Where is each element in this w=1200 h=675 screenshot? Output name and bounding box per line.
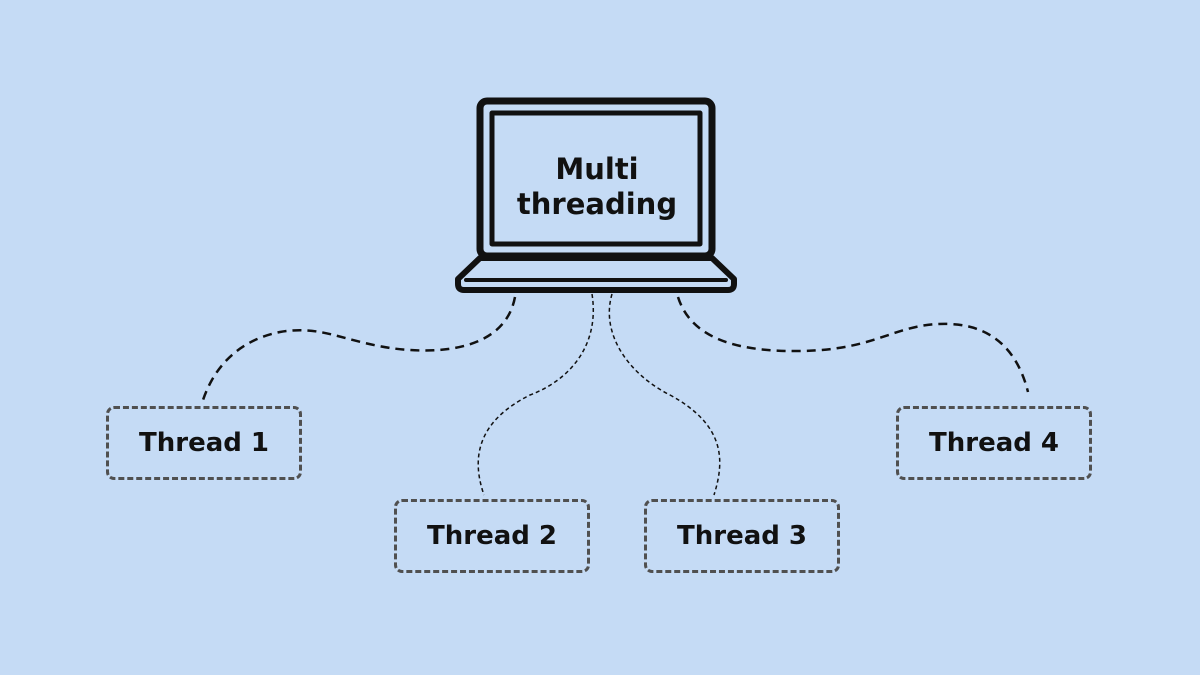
thread-4-label: Thread 4 xyxy=(929,428,1059,458)
thread-2-box: Thread 2 xyxy=(394,499,590,573)
thread-2-label: Thread 2 xyxy=(427,521,557,551)
thread-1-label: Thread 1 xyxy=(139,428,269,458)
thread-3-box: Thread 3 xyxy=(644,499,840,573)
laptop-screen-label: Multi threading xyxy=(497,132,697,242)
connector-thread-4 xyxy=(676,296,1030,393)
title-line-1: Multi xyxy=(555,152,639,187)
thread-3-label: Thread 3 xyxy=(677,521,807,551)
connector-thread-3 xyxy=(608,293,721,496)
laptop-screen xyxy=(489,110,703,247)
thread-4-box: Thread 4 xyxy=(896,406,1092,480)
title-line-2: threading xyxy=(516,187,678,221)
laptop-icon xyxy=(455,97,737,293)
laptop-base xyxy=(455,255,737,293)
connector-thread-1 xyxy=(201,296,517,401)
thread-1-box: Thread 1 xyxy=(106,406,302,480)
connector-thread-2 xyxy=(477,293,594,496)
